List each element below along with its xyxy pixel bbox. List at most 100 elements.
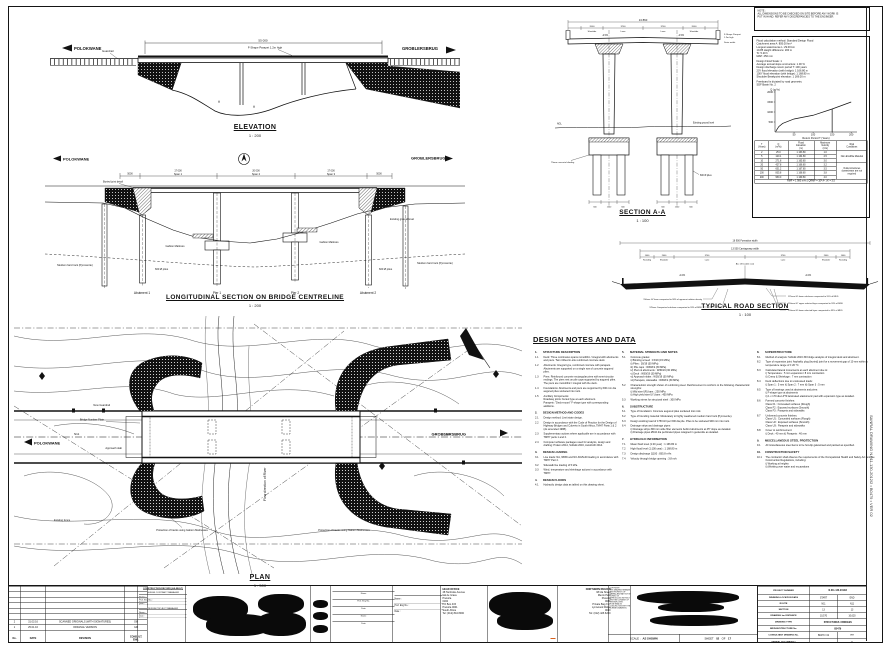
design-note-item-number: 6.1 bbox=[622, 410, 626, 414]
ground-label: Existing ground level bbox=[390, 217, 414, 221]
record-field-label: Date : bbox=[139, 614, 187, 618]
design-note-heading: 5.MATERIAL STRENGTH AND NOTES bbox=[622, 351, 750, 354]
flood-info-line: 10-85 Height difference: 200 m bbox=[756, 48, 793, 52]
flood-table-cell: 4.0 bbox=[813, 174, 837, 180]
design-note-item-text: Working stress for structural steel : 30… bbox=[630, 398, 681, 402]
flood-table-header: T (Years) bbox=[754, 140, 769, 151]
elevation-right-destination: GROBLERSBRUG bbox=[402, 46, 438, 51]
sheet-frame bbox=[8, 6, 883, 643]
design-note-item-text: Design discharge Q100 : 835.8 m³/s bbox=[630, 452, 672, 456]
approval-caption: Name bbox=[360, 592, 367, 595]
gabion-label: Protection of banks using Gabion Mattres… bbox=[318, 528, 370, 532]
sheet-total: 17 bbox=[727, 637, 732, 641]
redaction-blob bbox=[658, 603, 724, 612]
direction-arrow-icon bbox=[445, 155, 453, 162]
approval-signature-line bbox=[332, 587, 395, 592]
scale-box: SCALE : AS SHOWN bbox=[608, 634, 680, 643]
gabion-label: Gabion Mattress bbox=[165, 244, 185, 248]
logo-cell bbox=[487, 586, 558, 643]
design-note-item-text: Method of analysis: Sofistik 2016 3D bri… bbox=[765, 355, 860, 359]
design-note-item-number: 3.1 bbox=[535, 455, 539, 459]
guardrail-label: Guardrail bbox=[102, 49, 114, 53]
flood-info-line: MAP: 450 mm bbox=[756, 55, 773, 59]
lane-label: Lane bbox=[621, 31, 627, 33]
design-note-item-text: Deck: Three continuous spans monolithic … bbox=[543, 355, 619, 363]
design-note-item-text: Wind, temperature and shrinkage actions … bbox=[543, 468, 612, 475]
signature-reg-label: Prof. Eng No. : bbox=[394, 603, 410, 607]
flood-info-line: Average annual slope at structure: 1.00 … bbox=[756, 63, 805, 67]
parapet-label: F-Shape Parapet bbox=[724, 33, 741, 36]
design-note-number: 7. bbox=[622, 437, 625, 441]
flood-info-line: Design Flood Scale: 1 bbox=[756, 59, 782, 63]
address-line: Pretoria bbox=[601, 597, 611, 600]
design-note-item-number: 9.1 bbox=[757, 444, 761, 448]
pavement-note: 150mm G9 lower selected layer compacted … bbox=[788, 309, 843, 312]
address-line: 48 Tambotie Avenue bbox=[442, 591, 466, 594]
revision-header-cell: REVISION bbox=[45, 630, 125, 643]
design-note-item-text: Foundations: Abutments and piers are sup… bbox=[543, 386, 616, 394]
approval-signature-line bbox=[332, 610, 395, 615]
address-line: Menlo Park bbox=[597, 594, 611, 597]
guide-banks bbox=[129, 338, 452, 536]
design-note-number: 3. bbox=[535, 450, 538, 454]
y-axis-label: Q (m³/s) bbox=[770, 88, 780, 92]
flood-table-header: Q (m³/s) bbox=[768, 140, 789, 151]
design-note-item-number: 2.1 bbox=[535, 416, 539, 420]
design-note-item-number: 1.3 bbox=[535, 375, 539, 379]
design-note-heading: 9.MISCELLANEOUS STEEL PROTECTION bbox=[757, 439, 879, 442]
design-note-item-number: 1.4 bbox=[535, 386, 539, 390]
design-note-item-text: Type of bearings used at abutments and p… bbox=[765, 388, 855, 398]
design-note-item-number: 8.1 bbox=[757, 355, 761, 359]
design-note-item-number: 6.3 bbox=[622, 419, 626, 423]
flood-info-line: Design discharge return period T: 100 ye… bbox=[756, 66, 807, 70]
project-data-cell-value: VER bbox=[837, 631, 866, 639]
drawing-title-cell bbox=[630, 586, 758, 643]
parapet-label: F-Shape Parapet 1.2m high bbox=[248, 46, 283, 50]
flood-table-footer: RMF = 1 900 m³/s ( QRMF = 10ᴷ Aᵉ ) K = 3… bbox=[754, 178, 868, 184]
redaction-blob bbox=[313, 600, 328, 608]
project-data-cell-value: SANRAL DOCUMENT # bbox=[757, 638, 810, 643]
pavement-note: 125mm G5 lower sub-base compacted to 95%… bbox=[788, 295, 839, 298]
design-note-item-number: 1.2 bbox=[535, 363, 539, 367]
address-line: South Africa bbox=[442, 609, 456, 612]
address-line: HEAD OFFICE bbox=[442, 588, 460, 591]
design-note-item-text: High flood level (1:100 year) : 1 168.80… bbox=[630, 447, 678, 451]
flood-info-line: Longest watercourse L: 29.00 km bbox=[756, 45, 795, 49]
dim-label: 600 bbox=[593, 207, 597, 209]
design-note-heading: 1.STRUCTURE DESCRIPTION bbox=[535, 351, 619, 354]
elevation-total-dim: 55 000 bbox=[258, 39, 268, 43]
approval-caption: Date bbox=[361, 622, 366, 625]
signature-fields-cell: Name : Prof. Eng No. : Date : bbox=[392, 586, 445, 643]
section-aa-title: SECTION A-A bbox=[619, 209, 666, 216]
piles-label: 600 Ø piles bbox=[379, 267, 393, 271]
design-note-title: HYDRAULIC INFORMATION bbox=[630, 437, 667, 441]
project-data-cell-value: PROJECT NUMBER bbox=[757, 586, 810, 595]
dim-label: 3700 bbox=[621, 26, 627, 28]
direction-arrow-icon bbox=[53, 155, 61, 162]
flood-info-line: Tc: 5.20 h bbox=[756, 52, 768, 56]
design-note-item-number: 2.3 bbox=[535, 432, 539, 436]
approval-signature-line bbox=[332, 602, 395, 607]
piles-label: 600 Ø piles bbox=[700, 175, 712, 177]
record-field-label: Name : bbox=[139, 611, 187, 615]
address-line: 0040 bbox=[604, 609, 611, 612]
design-note-item-text: Concrete grades: i) Blinding screed : 15… bbox=[630, 355, 680, 382]
record-manager-label: DESIGN PROJECT MANAGER bbox=[139, 607, 187, 611]
design-note-item-number: 3.2 bbox=[535, 463, 539, 467]
y-tick-label: 2000 bbox=[767, 90, 773, 94]
left-embankment bbox=[137, 62, 182, 91]
